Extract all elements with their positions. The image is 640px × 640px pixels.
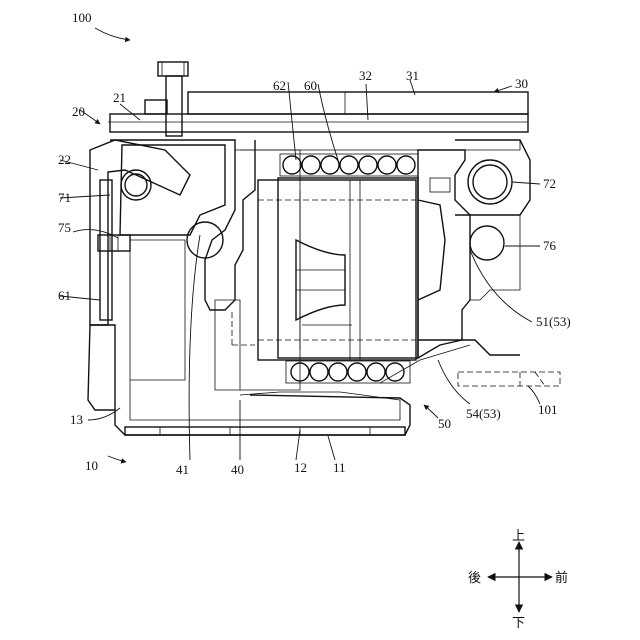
ref-10: 10 xyxy=(85,458,98,473)
ref-40: 40 xyxy=(231,462,244,477)
front-housing-50 xyxy=(380,140,530,383)
pin-76 xyxy=(470,226,504,260)
pin-71 xyxy=(121,170,151,200)
ref-30: 30 xyxy=(515,76,528,91)
ref-22: 22 xyxy=(58,152,71,167)
fastener-61 xyxy=(98,235,130,251)
bolt-21 xyxy=(145,62,188,136)
ref-32: 32 xyxy=(359,68,372,83)
direction-down: 下 xyxy=(512,616,525,631)
ref-71: 71 xyxy=(58,190,71,205)
ref-62: 62 xyxy=(273,78,286,93)
direction-up: 上 xyxy=(512,529,525,544)
ref-41: 41 xyxy=(176,462,189,477)
base-10 xyxy=(115,395,410,435)
ref-20: 20 xyxy=(72,104,85,119)
ref-11: 11 xyxy=(333,460,346,475)
direction-front: 前 xyxy=(555,570,568,586)
top-cover-30 xyxy=(108,92,528,132)
ref-54-53: 54(53) xyxy=(466,406,501,421)
bracket-61 xyxy=(88,140,190,410)
ref-75: 75 xyxy=(58,220,71,235)
ref-60: 60 xyxy=(304,78,317,93)
ref-100: 100 xyxy=(72,10,92,25)
pin-75 xyxy=(187,222,223,258)
drum-60 xyxy=(258,178,418,360)
roller-row-bottom xyxy=(286,361,410,383)
phantom-part-101 xyxy=(458,372,560,386)
ref-31: 31 xyxy=(406,68,419,83)
ref-12: 12 xyxy=(294,460,307,475)
ref-61: 61 xyxy=(58,288,71,303)
ref-13: 13 xyxy=(70,412,83,427)
ref-72: 72 xyxy=(543,176,556,191)
roller-row-top xyxy=(280,154,418,176)
ref-101: 101 xyxy=(538,402,558,417)
pin-72 xyxy=(468,160,512,204)
reference-labels: 100 21 20 22 71 75 61 13 10 41 40 12 11 … xyxy=(58,10,571,477)
ref-50: 50 xyxy=(438,416,451,431)
direction-back: 後 xyxy=(468,571,481,586)
ref-51-53: 51(53) xyxy=(536,314,571,329)
ref-76: 76 xyxy=(543,238,557,253)
ref-21: 21 xyxy=(113,90,126,105)
direction-indicator: 上 下 後 前 xyxy=(468,529,568,631)
